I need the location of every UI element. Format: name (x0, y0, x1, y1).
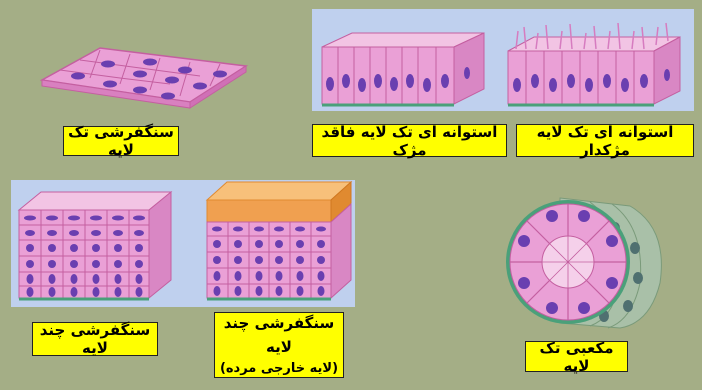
label-text: مکعبی تک لایه (526, 339, 627, 375)
label-text: سنگفرشی چند لایه (33, 321, 157, 357)
label-text: استوانه ای تک لایه مژکدار (517, 123, 693, 159)
label-simple-columnar-nonciliated: استوانه ای تک لایه فاقد مژک (312, 124, 507, 157)
label-simple-squamous: سنگفرشی تک لایه (63, 126, 179, 156)
label-stratified-squamous: سنگفرشی چند لایه (32, 322, 158, 356)
label-stratified-squamous-keratinized: سنگفرشی چند لایه (لایه خارجی مرده) (214, 312, 344, 378)
simple-squamous-illustration (40, 40, 250, 115)
label-text: سنگفرشی چند لایه (215, 311, 343, 359)
label-note: (لایه خارجی مرده) (220, 359, 338, 380)
simple-columnar-nonciliated-illustration (322, 33, 484, 105)
label-text: استوانه ای تک لایه فاقد مژک (313, 123, 506, 159)
simple-columnar-ciliated-illustration (508, 23, 680, 105)
stratified-squamous-keratinized-illustration (207, 182, 351, 299)
label-simple-cuboidal: مکعبی تک لایه (525, 341, 628, 372)
stratified-squamous-panel (11, 180, 355, 307)
simple-columnar-panel (312, 9, 694, 111)
simple-cuboidal-illustration (500, 188, 670, 333)
label-simple-columnar-ciliated: استوانه ای تک لایه مژکدار (516, 124, 694, 157)
label-text: سنگفرشی تک لایه (64, 123, 178, 159)
stratified-squamous-illustration (19, 192, 171, 299)
